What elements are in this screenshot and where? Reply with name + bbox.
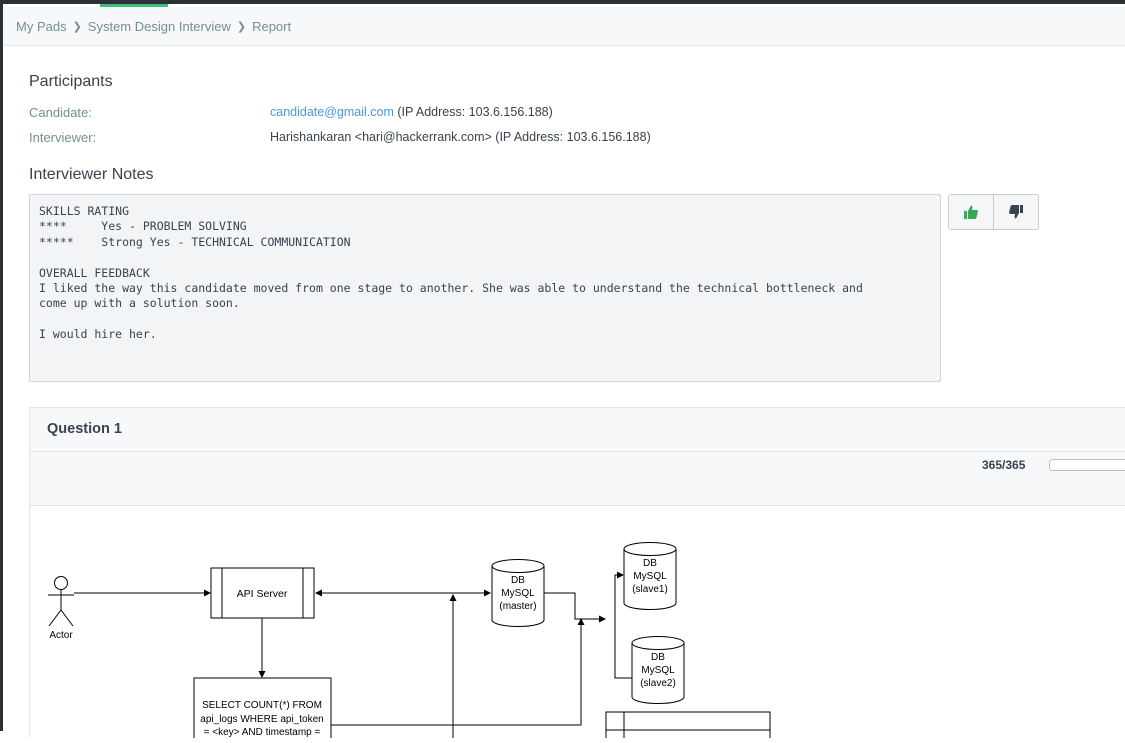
db-slave1-line-1: DB [643, 558, 657, 569]
actor-figure [48, 576, 74, 627]
table-node-partial[interactable] [605, 711, 771, 743]
active-tab-indicator [100, 4, 168, 7]
candidate-value: candidate@gmail.com (IP Address: 103.6.1… [270, 105, 553, 119]
db-slave2-line-1: DB [651, 652, 665, 663]
db-master-line-1: DB [511, 575, 525, 586]
db-slave1-line-3: (slave1) [632, 584, 668, 595]
candidate-ip: (IP Address: 103.6.156.188) [397, 105, 553, 119]
thumbs-up-button[interactable] [949, 195, 993, 229]
question-toolbar: 365/365 [30, 452, 1125, 506]
vote-buttons [948, 194, 1039, 230]
query-line-3: = <key> AND timestamp = [204, 727, 321, 738]
question-panel: Question 1 365/365 Actor [29, 407, 1125, 743]
db-master-line-2: MySQL [501, 588, 535, 599]
question-header: Question 1 [30, 408, 1125, 452]
query-line-2: api_logs WHERE api_token [200, 714, 323, 725]
diagram-canvas: Actor API Server SELECT COUNT(*) FROM ap… [30, 506, 1125, 743]
edge-query-replica [331, 618, 585, 726]
interviewer-notes-title: Interviewer Notes [29, 166, 154, 183]
participants-title: Participants [29, 73, 113, 90]
db-slave2-line-2: MySQL [641, 665, 675, 676]
db-slave2-node[interactable] [631, 636, 685, 704]
interviewer-notes-text[interactable]: SKILLS RATING **** Yes - PROBLEM SOLVING… [29, 194, 941, 382]
thumbs-up-icon [964, 205, 978, 219]
query-line-1: SELECT COUNT(*) FROM [202, 700, 322, 711]
db-master-node[interactable] [491, 559, 545, 627]
actor-label: Actor [49, 630, 73, 641]
breadcrumb-my-pads[interactable]: My Pads [16, 18, 67, 34]
breadcrumb-system-design-interview[interactable]: System Design Interview [87, 18, 231, 34]
edge-master-replicas [544, 592, 606, 623]
api-server-node[interactable] [210, 567, 315, 619]
chevron-right-icon: ❯ [236, 20, 247, 33]
candidate-email-link[interactable]: candidate@gmail.com [270, 105, 394, 119]
interviewer-label: Interviewer: [29, 130, 97, 145]
playback-slider-fill [1050, 460, 1125, 470]
db-slave2-line-3: (slave2) [640, 678, 676, 689]
question-title: Question 1 [47, 421, 122, 437]
chevron-right-icon: ❯ [72, 20, 82, 33]
system-diagram: Actor API Server SELECT COUNT(*) FROM ap… [48, 542, 771, 743]
edge-replica-bracket [614, 571, 632, 679]
top-bar [0, 0, 1125, 7]
thumbs-down-button[interactable] [993, 195, 1038, 229]
window-edge [0, 4, 3, 731]
db-slave1-line-2: MySQL [633, 571, 667, 582]
thumbs-down-icon [1009, 205, 1023, 219]
candidate-label: Candidate: [29, 105, 92, 120]
db-master-line-3: (master) [499, 601, 536, 612]
interviewer-value: Harishankaran <hari@hackerrank.com> (IP … [270, 130, 651, 144]
breadcrumb: My Pads ❯ System Design Interview ❯ Repo… [3, 7, 1125, 46]
api-server-label: API Server [237, 588, 288, 600]
playback-slider[interactable] [1049, 459, 1125, 471]
db-slave1-node[interactable] [623, 542, 677, 610]
playback-counter: 365/365 [982, 458, 1026, 472]
breadcrumb-report: Report [252, 18, 292, 34]
